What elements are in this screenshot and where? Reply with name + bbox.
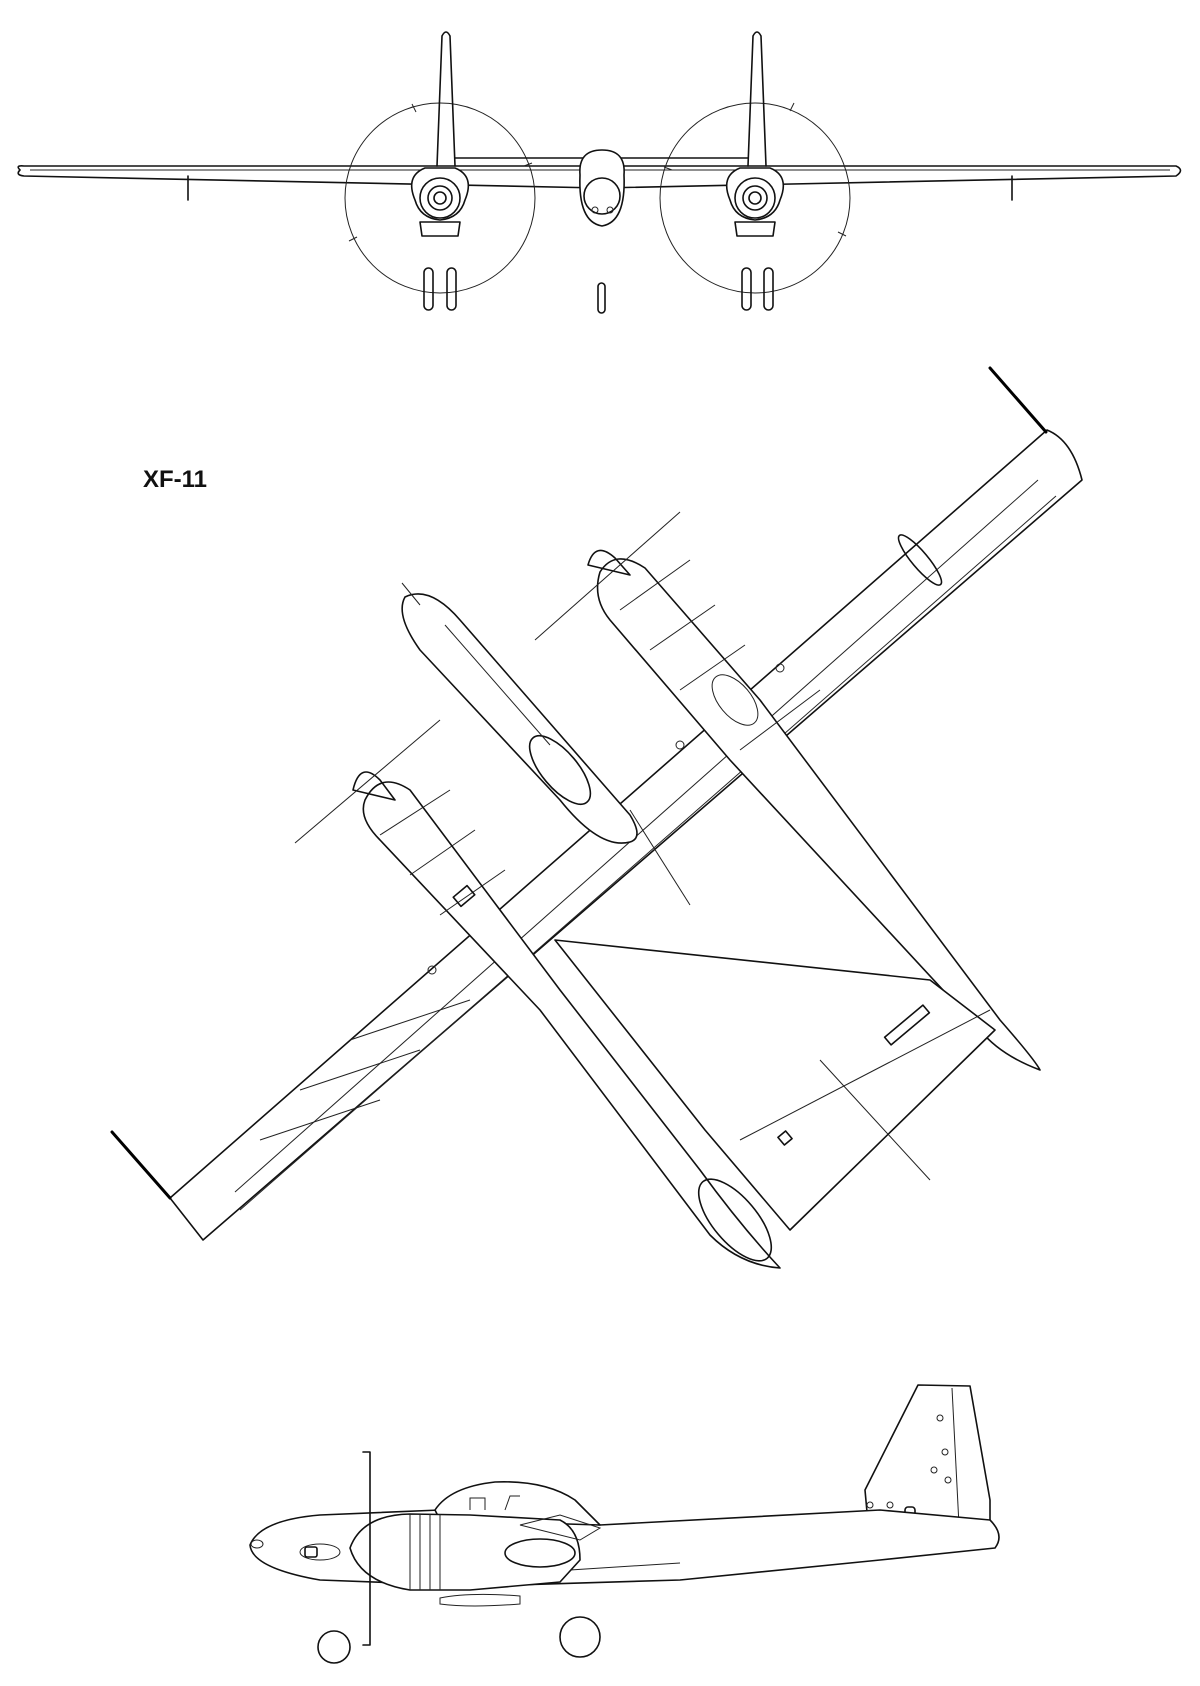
front-left-nacelle	[410, 167, 470, 237]
side-propeller-edge	[362, 1451, 371, 1646]
side-wheels	[317, 1616, 601, 1664]
front-right-nacelle	[725, 167, 785, 237]
top-horizontal-stabilizer	[554, 809, 996, 1231]
aircraft-title: XF-11	[143, 466, 208, 493]
front-view	[17, 31, 1182, 314]
side-engine-nacelle	[349, 1513, 602, 1607]
side-canopy	[434, 1481, 601, 1526]
top-left-boom-nacelle	[294, 719, 781, 1269]
front-landing-gear	[423, 267, 774, 311]
top-center-pod	[401, 582, 638, 844]
top-right-boom-nacelle	[534, 511, 1041, 1071]
front-fuselage	[579, 149, 625, 314]
side-view	[249, 1384, 1000, 1664]
front-tail-booms	[436, 31, 767, 167]
top-view	[110, 366, 1083, 1269]
front-right-propeller-disc	[659, 102, 851, 294]
